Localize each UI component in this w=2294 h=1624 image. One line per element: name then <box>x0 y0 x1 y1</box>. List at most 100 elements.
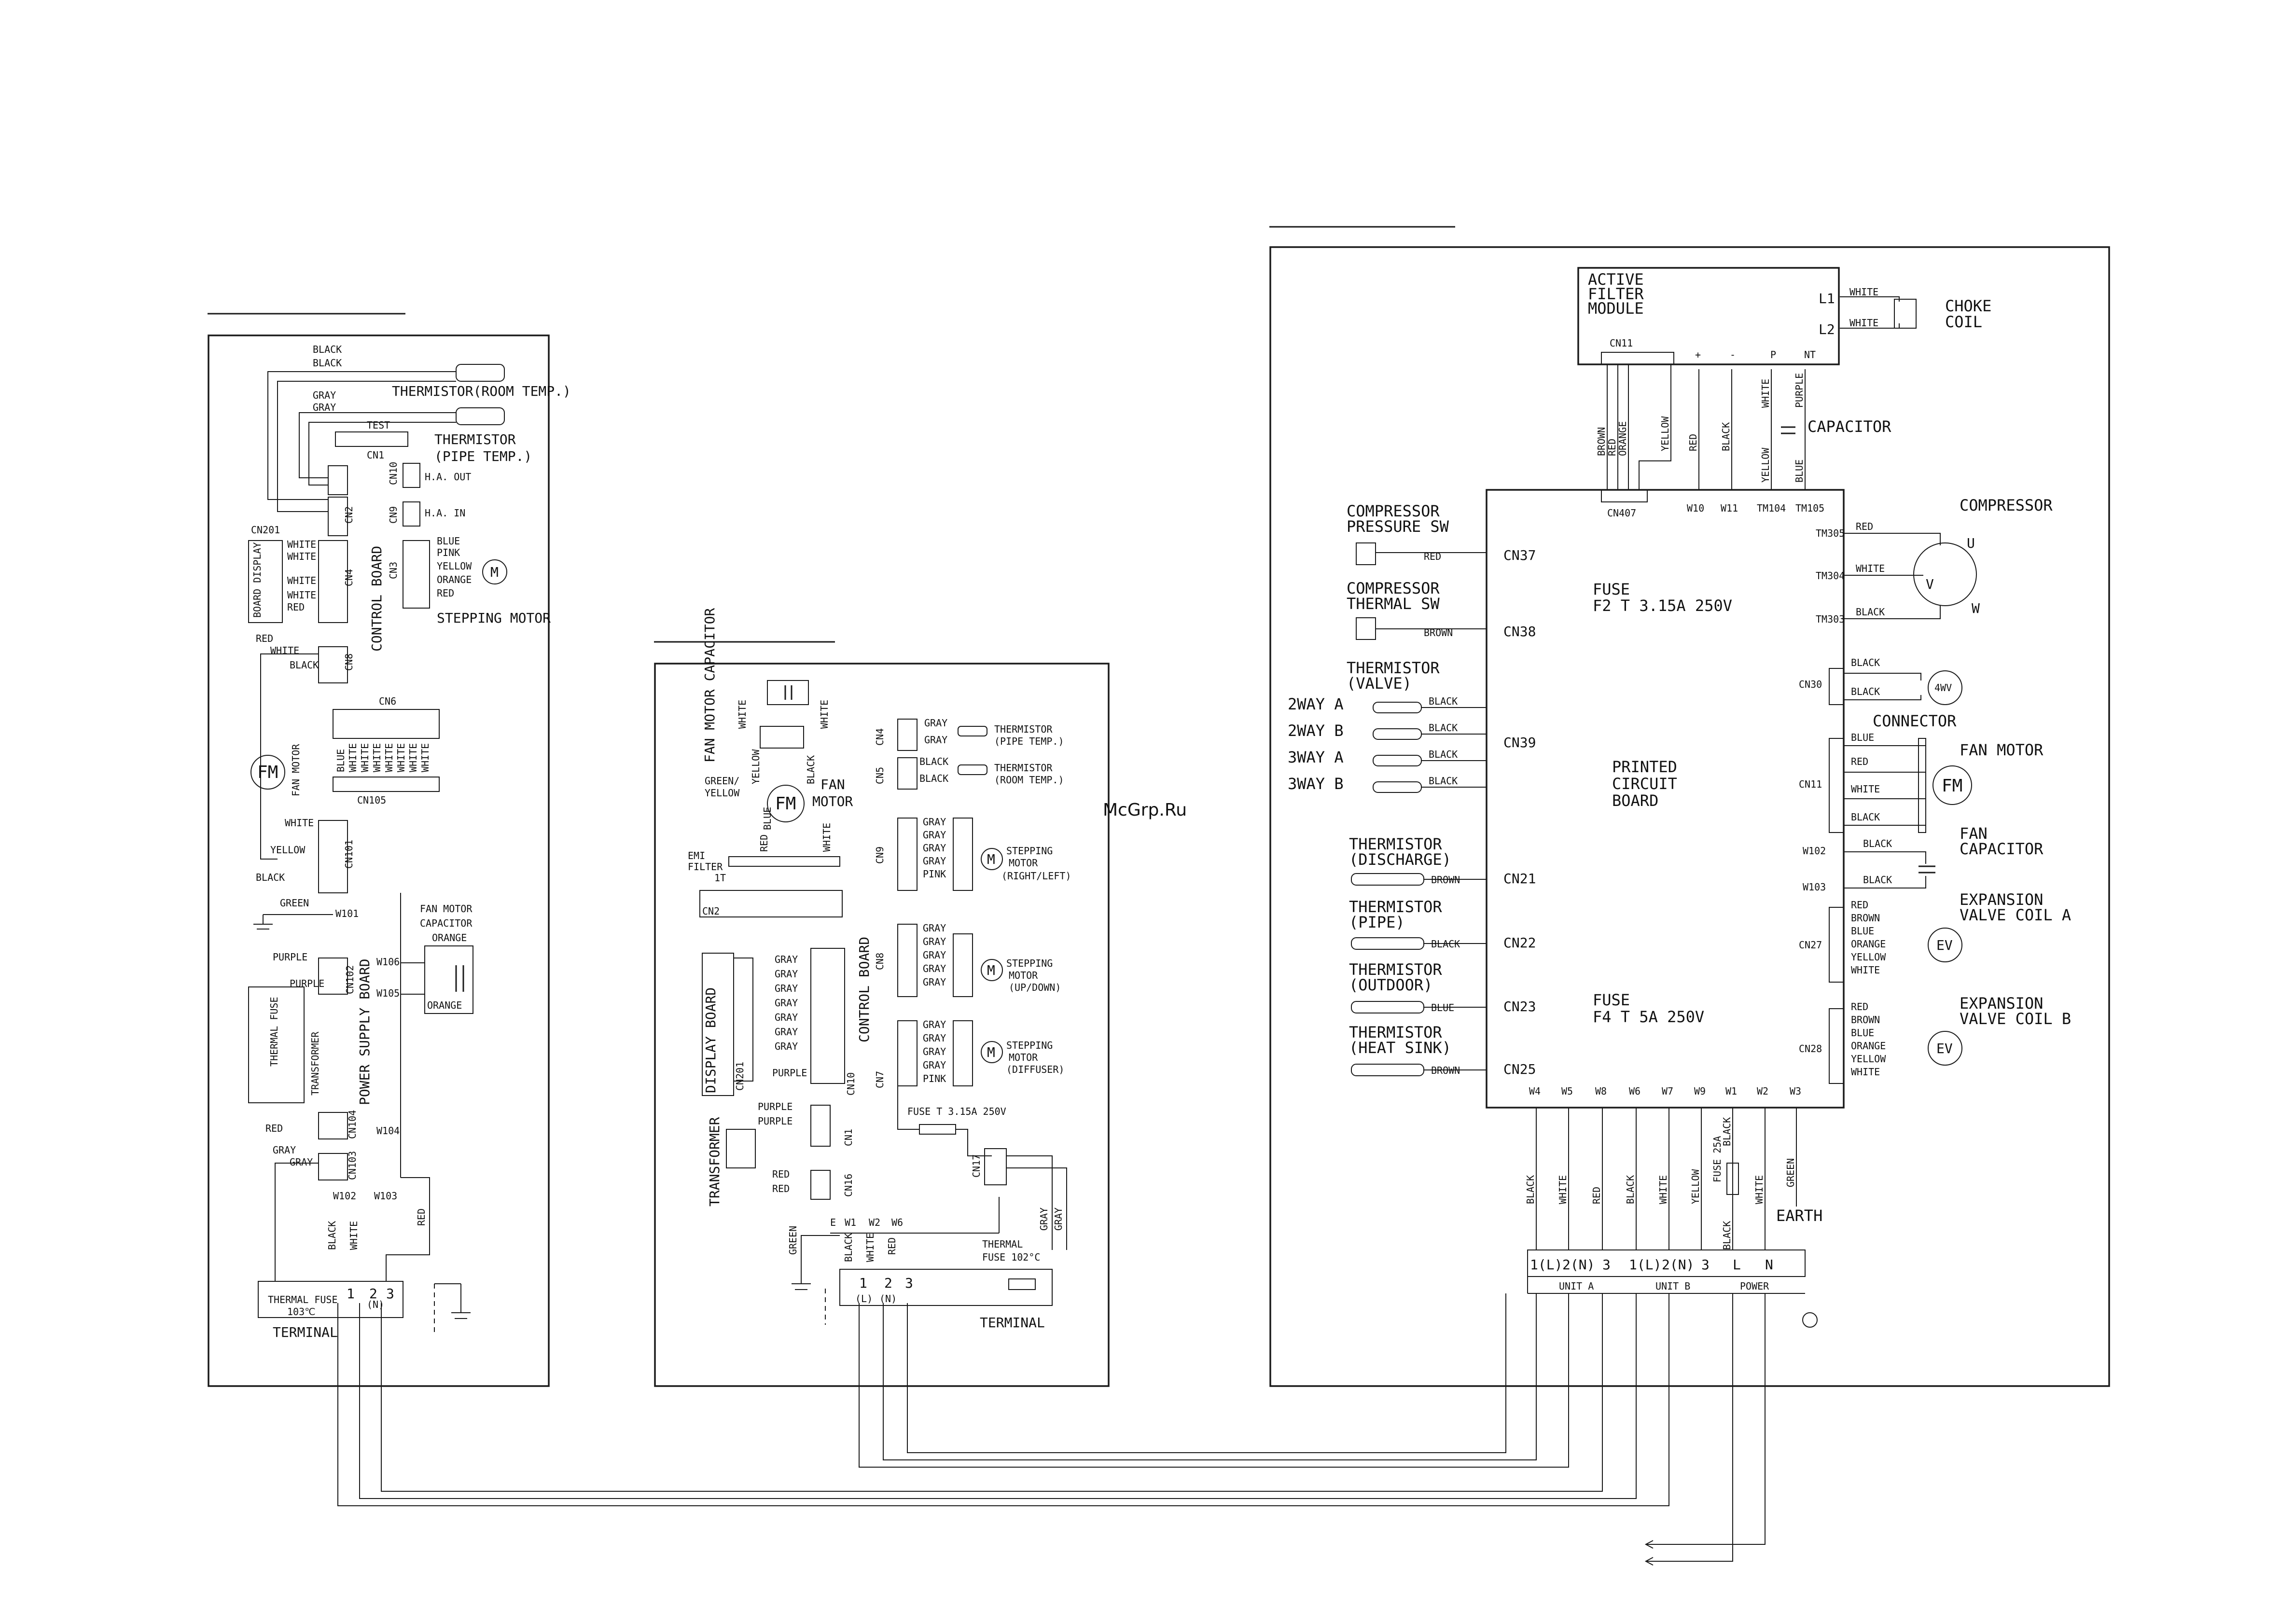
wire-label: WHITE <box>1753 1175 1765 1204</box>
wire-label: GRAY <box>923 855 946 867</box>
thermistor-label: THERMISTOR <box>994 762 1053 774</box>
green-label: GREEN <box>787 1226 799 1255</box>
thermistor-pipe-label: THERMISTOR <box>434 431 516 447</box>
wire-label: PURPLE <box>772 1067 807 1079</box>
transformer-label: TRANSFORMER <box>309 1031 321 1096</box>
cn9-label: CN9 <box>874 847 886 864</box>
left-terminal <box>258 1281 403 1318</box>
cn102-label: CN102 <box>344 965 356 994</box>
cn9-connector <box>403 501 420 527</box>
wire-label: PINK <box>437 547 460 558</box>
wire-label: WHITE <box>1849 317 1878 329</box>
cn8-label: CN8 <box>874 953 886 970</box>
thermistor-label: (ROOM TEMP.) <box>994 774 1064 786</box>
cn407-connector <box>1601 489 1648 502</box>
thermistor-icon <box>1373 755 1422 766</box>
wire-label: BLACK <box>1856 606 1885 618</box>
wire-label: BROWN <box>1851 912 1880 924</box>
cn105-label: CN105 <box>357 794 386 806</box>
wire-label: BLACK <box>1625 1175 1636 1204</box>
wire-label: BROWN <box>1851 1014 1880 1026</box>
wire-label: WHITE <box>287 589 316 601</box>
w103-label: W103 <box>374 1190 397 1202</box>
active-filter-wires: BROWN RED ORANGE YELLOW RED BLACK WHITE … <box>1596 364 1806 490</box>
wire-label: ORANGE <box>432 932 467 944</box>
cn7-wires: GRAY GRAY GRAY GRAY PINK <box>923 1019 946 1084</box>
l2-label: L2 <box>1819 321 1835 337</box>
wire-label: GRAY <box>924 717 947 729</box>
wire-label: PINK <box>923 1073 946 1084</box>
pcb-label: PRINTED <box>1612 758 1677 776</box>
connector-label: CONNECTOR <box>1873 712 1957 730</box>
motor-connector <box>953 818 973 891</box>
expansion-valve-b-icon <box>1928 1031 1962 1066</box>
motor-label: MOTOR <box>1009 970 1038 981</box>
component-label: COMPRESSOR <box>1347 502 1440 520</box>
wire-label: WHITE <box>359 743 371 772</box>
cn2-label: CN2 <box>343 506 355 524</box>
cn4-connector <box>318 540 348 623</box>
wire-label: RED <box>772 1183 790 1194</box>
tm304-label: TM304 <box>1816 570 1845 582</box>
wire-label: WHITE <box>395 743 407 772</box>
l1-label: L1 <box>1819 291 1835 306</box>
wire-label: ORANGE <box>437 574 472 585</box>
u-label: U <box>1967 535 1975 551</box>
wire-label: RED <box>265 1123 283 1134</box>
cn17-label: CN17 <box>971 1154 982 1178</box>
compressor-motor-icon <box>1913 542 1977 606</box>
wire-label: WHITE <box>1849 286 1878 298</box>
wire-label: GRAY <box>923 922 946 934</box>
w-label: W6 <box>1629 1085 1641 1097</box>
wire-label: GRAY <box>775 954 798 965</box>
w-label: W3 <box>1790 1085 1801 1097</box>
wire-label: GREEN <box>1785 1158 1796 1187</box>
stepping-motor-icon <box>482 559 507 584</box>
wire-label: BLACK <box>1851 657 1880 668</box>
way-label: 2WAY B <box>1288 722 1344 740</box>
emi-label: EMI <box>688 850 705 861</box>
wire-label: BLACK <box>326 1221 338 1250</box>
watermark: McGrp.Ru <box>1103 800 1187 820</box>
wire-label: GRAY <box>923 1032 946 1044</box>
m-glyph: M <box>490 564 499 580</box>
active-filter-label: FILTER <box>1588 285 1644 303</box>
cn27-label: CN27 <box>1799 939 1822 951</box>
wire-label: PURPLE <box>273 951 307 963</box>
wire-label: GRAY <box>313 402 336 413</box>
fuse-f4-label: F4 T 5A 250V <box>1593 1008 1704 1026</box>
display-board-label: DISPLAY BOARD <box>703 987 719 1093</box>
wire-label: BLACK <box>919 756 948 767</box>
ha-out-label: H.A. OUT <box>425 471 471 483</box>
right-outdoor-unit-diagram: ACTIVE FILTER MODULE L1 L2 WHITE WHITE C… <box>1269 226 2110 1387</box>
wire-label: GRAY <box>313 389 336 401</box>
wire-label: BROWN <box>1431 874 1460 886</box>
wire-label: WHITE <box>1856 563 1885 574</box>
cn10-connector <box>810 948 845 1084</box>
thermistor-room-icon <box>958 764 987 775</box>
wire-label: GRAY <box>775 1026 798 1038</box>
wire-label: WHITE <box>407 743 419 772</box>
fan-label: FAN <box>820 777 845 792</box>
cn21-label: CN21 <box>1503 871 1536 887</box>
terminal-2: 2 <box>884 1275 892 1291</box>
wire-label: GRAY <box>923 1046 946 1057</box>
wire-label: BLACK <box>919 773 948 784</box>
cn101-label: CN101 <box>343 840 355 869</box>
way-label: 3WAY B <box>1288 775 1344 793</box>
tm104-label: TM104 <box>1757 502 1786 514</box>
terminal-label: TERMINAL <box>980 1315 1045 1331</box>
cn28-connector <box>1829 1008 1844 1084</box>
cn11-connector <box>1601 352 1674 365</box>
wire-label: BLACK <box>1863 838 1892 849</box>
wire-label: BLACK <box>1851 811 1880 823</box>
wire-label: BLACK <box>843 1233 854 1262</box>
way-label: 2WAY A <box>1288 695 1344 713</box>
control-board-label: CONTROL BOARD <box>369 546 385 652</box>
cn2b-connector <box>328 497 348 536</box>
thermal-fuse-label: THERMAL FUSE <box>268 997 280 1067</box>
cn102-connector <box>318 958 348 995</box>
wire-label: GRAY <box>775 997 798 1009</box>
cn8-wires: GRAY GRAY GRAY GRAY GRAY <box>923 922 946 988</box>
